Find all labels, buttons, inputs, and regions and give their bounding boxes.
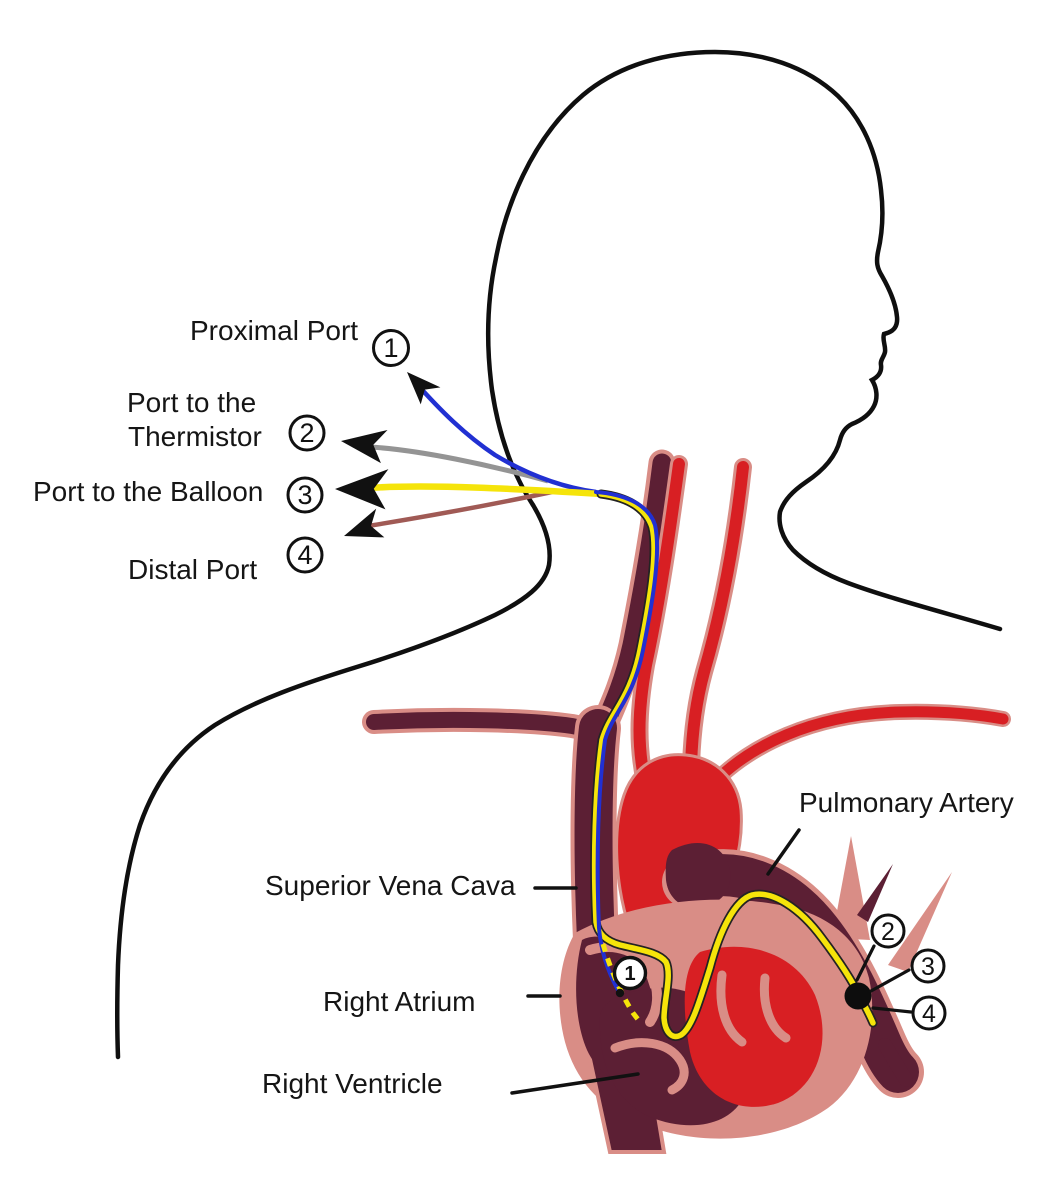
balloon-port-circle (286, 476, 324, 514)
papillary-muscle-1 (716, 970, 747, 1047)
pulmonary-branch-spike-3 (888, 872, 952, 972)
balloon-arrowhead (335, 469, 389, 510)
proximal-arrowhead (407, 372, 441, 405)
distal-leader-line (367, 489, 553, 529)
balloon-port-number: 3 (297, 480, 312, 510)
right-atrium-label: Right Atrium (323, 986, 476, 1017)
balloon-marker3-number: 3 (921, 953, 935, 981)
proximal-port-number: 1 (383, 333, 398, 363)
balloon-dot (844, 982, 872, 1010)
thermistor-port-number: 2 (299, 418, 314, 448)
balloon-leader-line (367, 483, 602, 498)
carotid-artery-left (684, 461, 749, 798)
superior-vena-cava-label: Superior Vena Cava (265, 870, 516, 901)
balloon-marker4-line (871, 1006, 913, 1014)
proximal-lumen-tip (615, 988, 625, 998)
balloon-marker2-circle (870, 913, 906, 949)
pulmonary-artery-pointer (766, 828, 801, 876)
distal-port-number: 4 (297, 540, 312, 570)
catheter-dashed-atrial-segment (600, 943, 642, 1024)
thermistor-arrowhead (341, 429, 388, 464)
atrium-marker-circle (612, 955, 648, 991)
pulmonary-trunk (665, 842, 731, 909)
right-ventricle-label: Right Ventricle (262, 1068, 443, 1099)
balloon-marker3-circle (910, 948, 946, 984)
subclavian-artery (694, 706, 1009, 804)
right-ventricle-pointer (510, 1072, 640, 1095)
balloon-marker2-line (855, 944, 876, 982)
carotid-artery-right (633, 458, 685, 801)
catheter-blue-lumen (594, 490, 660, 992)
thermistor-port-circle (288, 414, 326, 452)
balloon-marker3-line (869, 968, 911, 993)
distal-arrowhead (344, 508, 385, 538)
balloon-marker4-circle (911, 995, 947, 1031)
papillary-muscle-2 (759, 973, 791, 1043)
proximal-leader-line (414, 381, 597, 495)
balloon-port-label: Port to the Balloon (33, 476, 263, 507)
atrium-marker-number: 1 (624, 963, 635, 985)
proximal-port-label: Proximal Port (190, 315, 358, 346)
head-profile-outline (485, 49, 1003, 632)
tricuspid-flap-detail (610, 1038, 689, 1095)
balloon-marker2-number: 2 (881, 918, 895, 946)
distal-port-circle (286, 536, 324, 574)
thermistor-leader-line (369, 444, 549, 484)
thermistor-port-label-line2: Thermistor (128, 421, 262, 452)
pulmonary-branch-spike-2 (857, 864, 893, 922)
atrium-fold-detail (585, 942, 662, 1027)
pulmonary-artery-tip (878, 1038, 913, 1087)
torso-left-outline (115, 502, 552, 1060)
distal-port-label: Distal Port (128, 554, 257, 585)
thermistor-port-label-line1: Port to the (127, 387, 256, 418)
catheter-yellow (591, 491, 876, 1040)
pulmonary-artery-label: Pulmonary Artery (799, 787, 1014, 818)
balloon-marker4-number: 4 (922, 1000, 936, 1028)
proximal-port-circle (372, 329, 410, 367)
